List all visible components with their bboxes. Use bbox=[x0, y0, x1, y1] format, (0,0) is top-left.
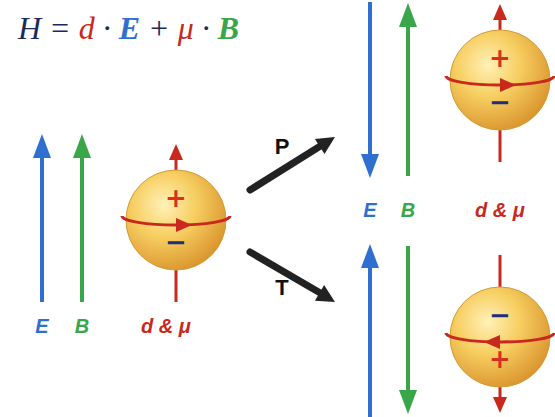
particle bbox=[446, 4, 554, 162]
transform-arrow bbox=[250, 137, 335, 190]
transform-arrow bbox=[250, 252, 335, 302]
field-label: B bbox=[75, 316, 89, 336]
field-label: E bbox=[363, 200, 376, 220]
particle bbox=[446, 255, 554, 413]
charge-sign: − bbox=[489, 302, 511, 328]
charge-sign: − bbox=[489, 89, 511, 115]
field-label: E bbox=[35, 316, 48, 336]
transform-label: T bbox=[275, 277, 288, 299]
charge-sign: + bbox=[165, 185, 187, 211]
e-field-arrow bbox=[361, 244, 379, 417]
field-label: B bbox=[401, 200, 415, 220]
moment-label: d & μ bbox=[475, 200, 525, 220]
formula: H = d · E + μ · B bbox=[18, 12, 239, 44]
b-field-arrow bbox=[73, 134, 91, 302]
particle bbox=[122, 144, 230, 302]
b-field-arrow bbox=[399, 246, 417, 414]
charge-sign: − bbox=[165, 229, 187, 255]
moment-label: d & μ bbox=[141, 316, 191, 336]
charge-sign: + bbox=[489, 45, 511, 71]
e-field-arrow bbox=[361, 2, 379, 178]
transform-label: P bbox=[275, 136, 290, 158]
charge-sign: + bbox=[489, 346, 511, 372]
e-field-arrow bbox=[33, 134, 51, 302]
b-field-arrow bbox=[399, 3, 417, 176]
